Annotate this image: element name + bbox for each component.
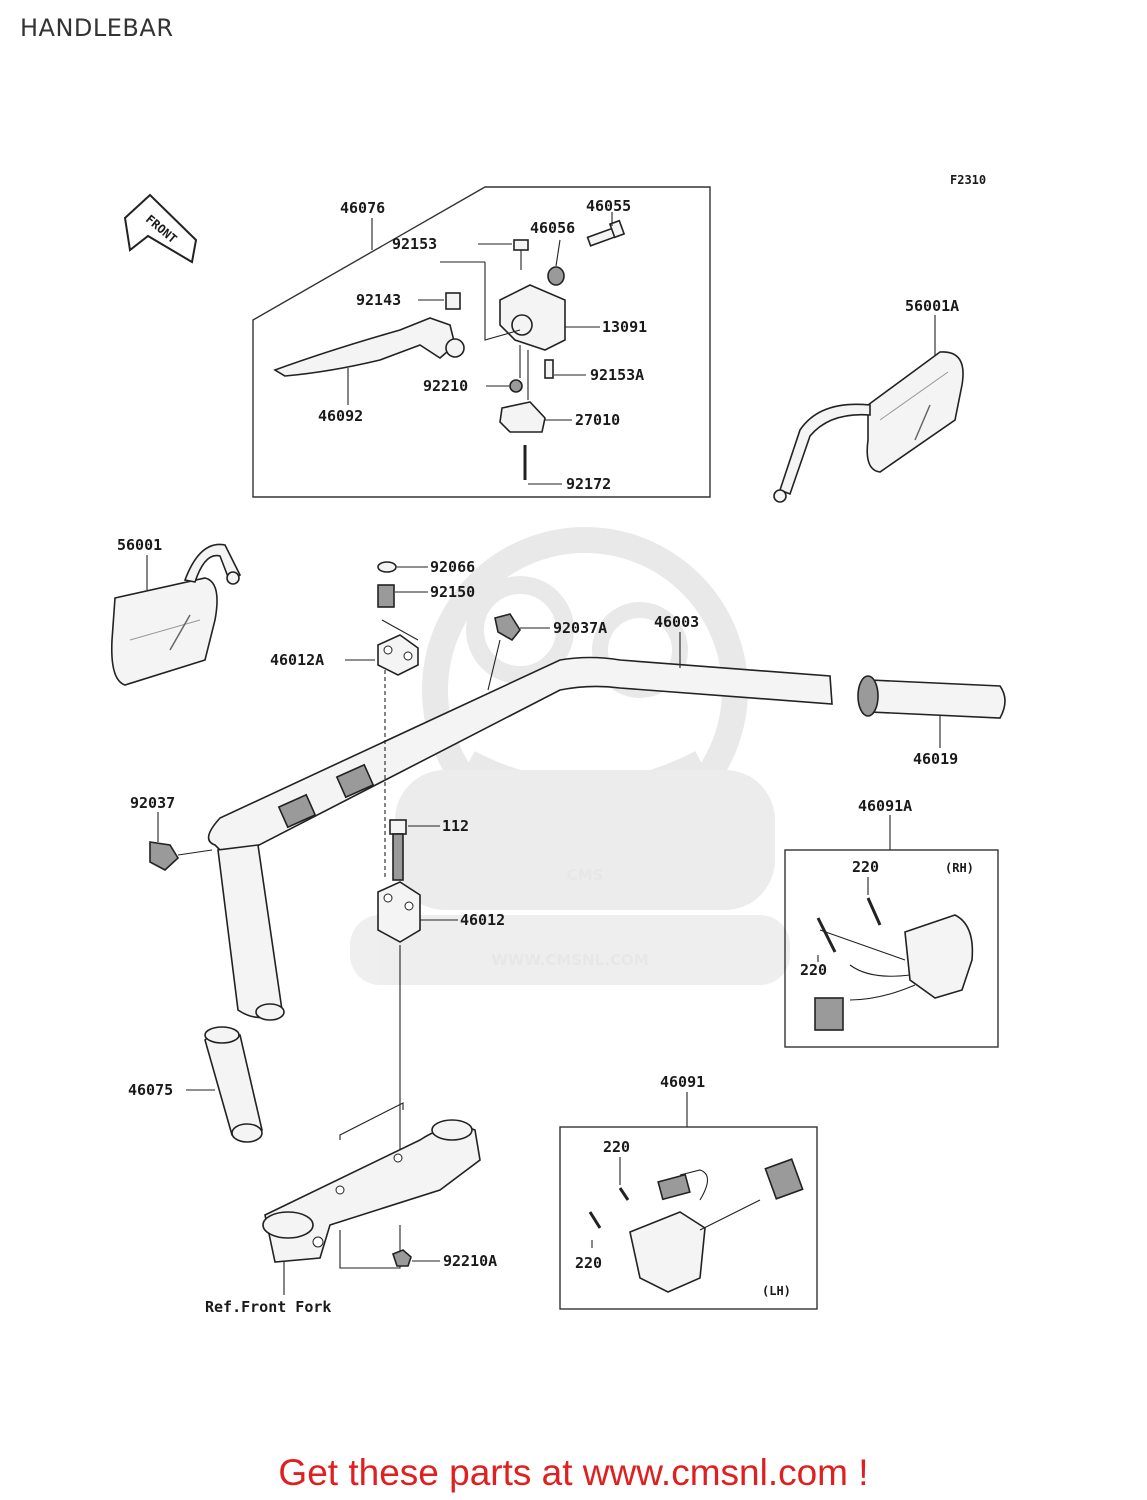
part-label-112: 112 [442,817,469,835]
ref-front-fork-label: Ref.Front Fork [205,1298,331,1316]
cta-link[interactable]: Get these parts at www.cmsnl.com ! [278,1452,869,1493]
part-label-46012: 46012 [460,911,505,929]
handlebar-clamp-lower [377,881,421,943]
part-label-56001A: 56001A [905,297,959,315]
part-label-56001: 56001 [117,536,162,554]
switch-27010-icon [499,401,546,433]
part-label-92210A: 92210A [443,1252,497,1270]
handlebar-tube [207,656,833,1021]
mirror-left [110,543,242,686]
grip-left [204,1026,263,1143]
lever-bracket [499,284,566,351]
handlebar-switch-left [629,1158,804,1293]
nut-46056-icon [547,266,565,286]
clip-92037-icon [149,841,180,871]
part-label-92037: 92037 [130,794,175,812]
part-label-46091A: 46091A [858,797,912,815]
bolt-92153-icon [513,239,529,251]
part-label-92037A: 92037A [553,619,607,637]
part-label-220-a: 220 [852,858,879,876]
part-label-46056: 46056 [530,219,575,237]
figure-code: F2310 [950,173,986,187]
nut-92210A-icon [392,1249,412,1267]
part-label-46055: 46055 [586,197,631,215]
handlebar-clamp-upper [377,634,419,676]
part-label-220-b: 220 [800,961,827,979]
part-label-46012A: 46012A [270,651,324,669]
part-label-27010: 27010 [575,411,620,429]
part-label-92150: 92150 [430,583,475,601]
cms-watermark: CMS WWW.CMSNL.COM [350,527,790,985]
clip-92037A-icon [494,613,521,642]
nut-92210-icon [509,379,523,393]
part-label-46092: 46092 [318,407,363,425]
part-label-220-d: 220 [575,1254,602,1272]
bolt-92150-icon [377,584,395,608]
lever-assembly-box [252,186,711,498]
top-bridge [262,1119,481,1263]
collar-92143-icon [445,292,461,310]
switch-rh-box [784,849,999,1048]
part-label-220-c: 220 [603,1138,630,1156]
part-label-92172: 92172 [566,475,611,493]
mirror-right [773,351,964,503]
switch-lh-box [559,1126,818,1310]
watermark-url: WWW.CMSNL.COM [491,951,648,969]
handlebar-switch-right [814,914,974,1031]
part-label-46003: 46003 [654,613,699,631]
part-label-46076: 46076 [340,199,385,217]
front-arrow-icon: FRONT [123,193,198,264]
part-label-92153: 92153 [392,235,437,253]
screw-92153A-icon [544,359,554,379]
screw-46055-icon [586,219,626,247]
label-lh: (LH) [762,1284,791,1298]
part-label-92143: 92143 [356,291,401,309]
part-label-46091: 46091 [660,1073,705,1091]
cap-92066-icon [377,561,397,573]
part-label-92210: 92210 [423,377,468,395]
label-rh: (RH) [945,861,974,875]
part-label-46019: 46019 [913,750,958,768]
part-label-46075: 46075 [128,1081,173,1099]
page-title: HANDLEBAR [20,14,174,42]
grip-right [857,675,1006,719]
bolt-112-icon [389,819,407,881]
clutch-lever [273,317,465,377]
part-label-92153A: 92153A [590,366,644,384]
part-label-92066: 92066 [430,558,475,576]
watermark-brand: CMS [567,866,604,884]
part-label-13091: 13091 [602,318,647,336]
